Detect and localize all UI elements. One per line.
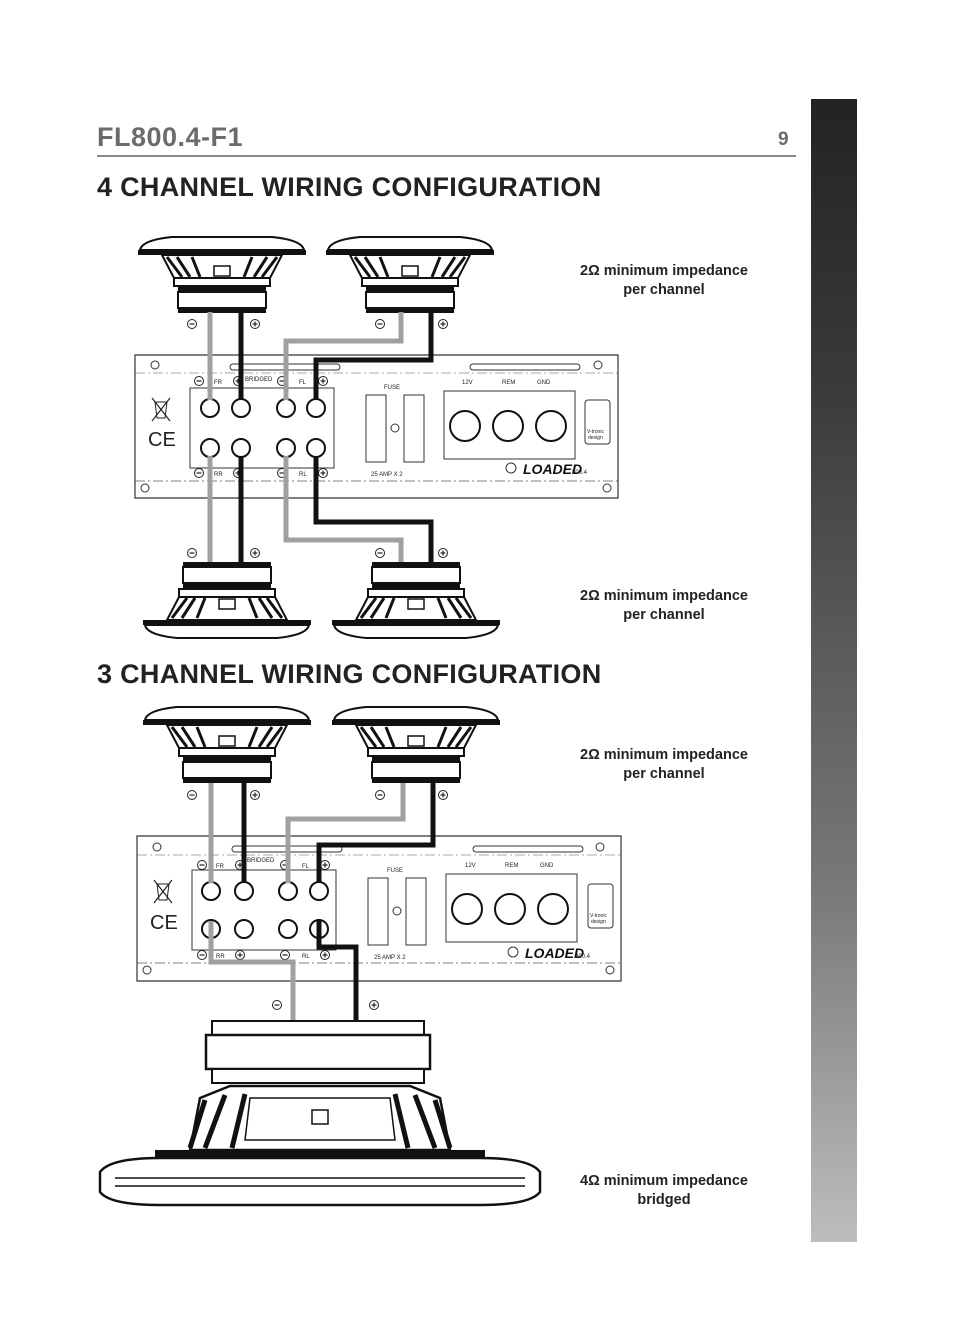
fuse-rating: 25 AMP X 2 [374, 955, 406, 961]
label-gnd: GND [537, 380, 551, 386]
ce-mark-icon: CE [148, 429, 176, 451]
label-rl: RL [302, 954, 310, 960]
vtronic-logo: V-tronic design [587, 883, 614, 929]
label-bridged: BRIDGED [247, 858, 275, 864]
label-gnd: GND [540, 863, 554, 869]
header-rule [97, 155, 796, 157]
section-title-4ch: 4 CHANNEL WIRING CONFIGURATION [97, 172, 602, 202]
brand-model: 800.4 [572, 470, 588, 476]
page-number: 9 [778, 129, 789, 150]
speaker-front-left [330, 705, 502, 785]
note-line: per channel [623, 766, 705, 782]
diagram-3ch: CE FR BRIDGED FL RR RL FUSE 25 AMP X 2 1… [98, 705, 622, 1207]
plus-terminal-icon [249, 318, 261, 330]
wire-bridged-negative [208, 921, 296, 1022]
wire-bridged-positive [316, 921, 359, 1022]
vtronic-line2: design [588, 435, 603, 441]
wire-fl-negative [285, 783, 406, 883]
weee-bin-icon [151, 397, 171, 422]
speaker-rear-right [141, 560, 313, 640]
weee-bin-icon [153, 879, 173, 904]
minus-terminal-icon [186, 547, 198, 559]
fuse-rating: 25 AMP X 2 [371, 472, 403, 478]
wire-rl-negative [283, 456, 404, 565]
note-line: 2Ω minimum impedance [580, 588, 748, 604]
speaker-front-right [136, 235, 308, 315]
minus-terminal-icon [196, 949, 208, 961]
speaker-rear-left [330, 560, 502, 640]
amplifier-panel: CE FR BRIDGED FL RR RL FUSE 25 AMP X 2 1… [136, 835, 622, 982]
minus-terminal-icon [279, 949, 291, 961]
wire-fl-negative [283, 312, 404, 400]
note-4ch-bottom: 2Ω minimum impedance per channel [544, 587, 784, 625]
brand-logo: LOADED [523, 461, 582, 477]
minus-terminal-icon [271, 999, 283, 1011]
label-fr: FR [216, 864, 225, 870]
label-rr: RR [214, 472, 223, 478]
amplifier-panel: CE FR BRIDGED FL RR RL FUSE 25 AMP X 2 1… [134, 354, 619, 499]
vtronic-line2: design [591, 919, 606, 925]
minus-terminal-icon [374, 318, 386, 330]
plus-terminal-icon [317, 375, 329, 387]
vtronic-line1: V-tronic [590, 913, 607, 919]
label-rr: RR [216, 954, 225, 960]
minus-terminal-icon [374, 547, 386, 559]
vtronic-line1: V-tronic [587, 429, 604, 435]
wire-fl-positive [313, 312, 434, 400]
wire-fl-positive [316, 783, 436, 883]
minus-terminal-icon [196, 859, 208, 871]
label-rl: RL [299, 472, 307, 478]
label-fr: FR [214, 380, 223, 386]
note-line: per channel [623, 607, 705, 623]
plus-terminal-icon [234, 949, 246, 961]
plus-terminal-icon [437, 789, 449, 801]
section-title-3ch: 3 CHANNEL WIRING CONFIGURATION [97, 659, 602, 689]
speaker-bridged [98, 1020, 542, 1207]
label-bridged: BRIDGED [245, 377, 273, 383]
plus-terminal-icon [317, 467, 329, 479]
wire-rl-positive [313, 456, 434, 565]
ce-mark-icon: CE [150, 912, 178, 934]
speaker-front-right [141, 705, 313, 785]
plus-terminal-icon [437, 318, 449, 330]
fuse-label: FUSE [387, 868, 403, 874]
note-line: bridged [637, 1192, 691, 1208]
plus-terminal-icon [319, 949, 331, 961]
note-line: 4Ω minimum impedance [580, 1173, 748, 1189]
brand-logo: LOADED [525, 945, 584, 961]
minus-terminal-icon [193, 375, 205, 387]
vtronic-logo: V-tronic design [584, 399, 611, 445]
minus-terminal-icon [374, 789, 386, 801]
side-tab [811, 99, 857, 1242]
minus-terminal-icon [186, 318, 198, 330]
label-12v: 12V [462, 380, 473, 386]
note-line: 2Ω minimum impedance [580, 263, 748, 279]
speaker-front-left [324, 235, 496, 315]
label-rem: REM [505, 863, 518, 869]
note-3ch-top: 2Ω minimum impedance per channel [544, 746, 784, 784]
note-line: 2Ω minimum impedance [580, 747, 748, 763]
plus-terminal-icon [249, 789, 261, 801]
label-rem: REM [502, 380, 515, 386]
label-12v: 12V [465, 863, 476, 869]
note-3ch-bottom: 4Ω minimum impedance bridged [544, 1172, 784, 1210]
label-fl: FL [302, 864, 310, 870]
diagram-4ch: CE FR BRIDGED FL RR RL FUSE 25 AMP X 2 1… [134, 235, 619, 640]
brand-model: 800.4 [575, 954, 591, 960]
label-fl: FL [299, 380, 307, 386]
note-4ch-top: 2Ω minimum impedance per channel [544, 262, 784, 300]
plus-terminal-icon [249, 547, 261, 559]
fuse-label: FUSE [384, 385, 400, 391]
note-line: per channel [623, 282, 705, 298]
model-title: FL800.4-F1 [97, 122, 244, 152]
minus-terminal-icon [193, 467, 205, 479]
plus-terminal-icon [319, 859, 331, 871]
plus-terminal-icon [437, 547, 449, 559]
plus-terminal-icon [368, 999, 380, 1011]
minus-terminal-icon [186, 789, 198, 801]
